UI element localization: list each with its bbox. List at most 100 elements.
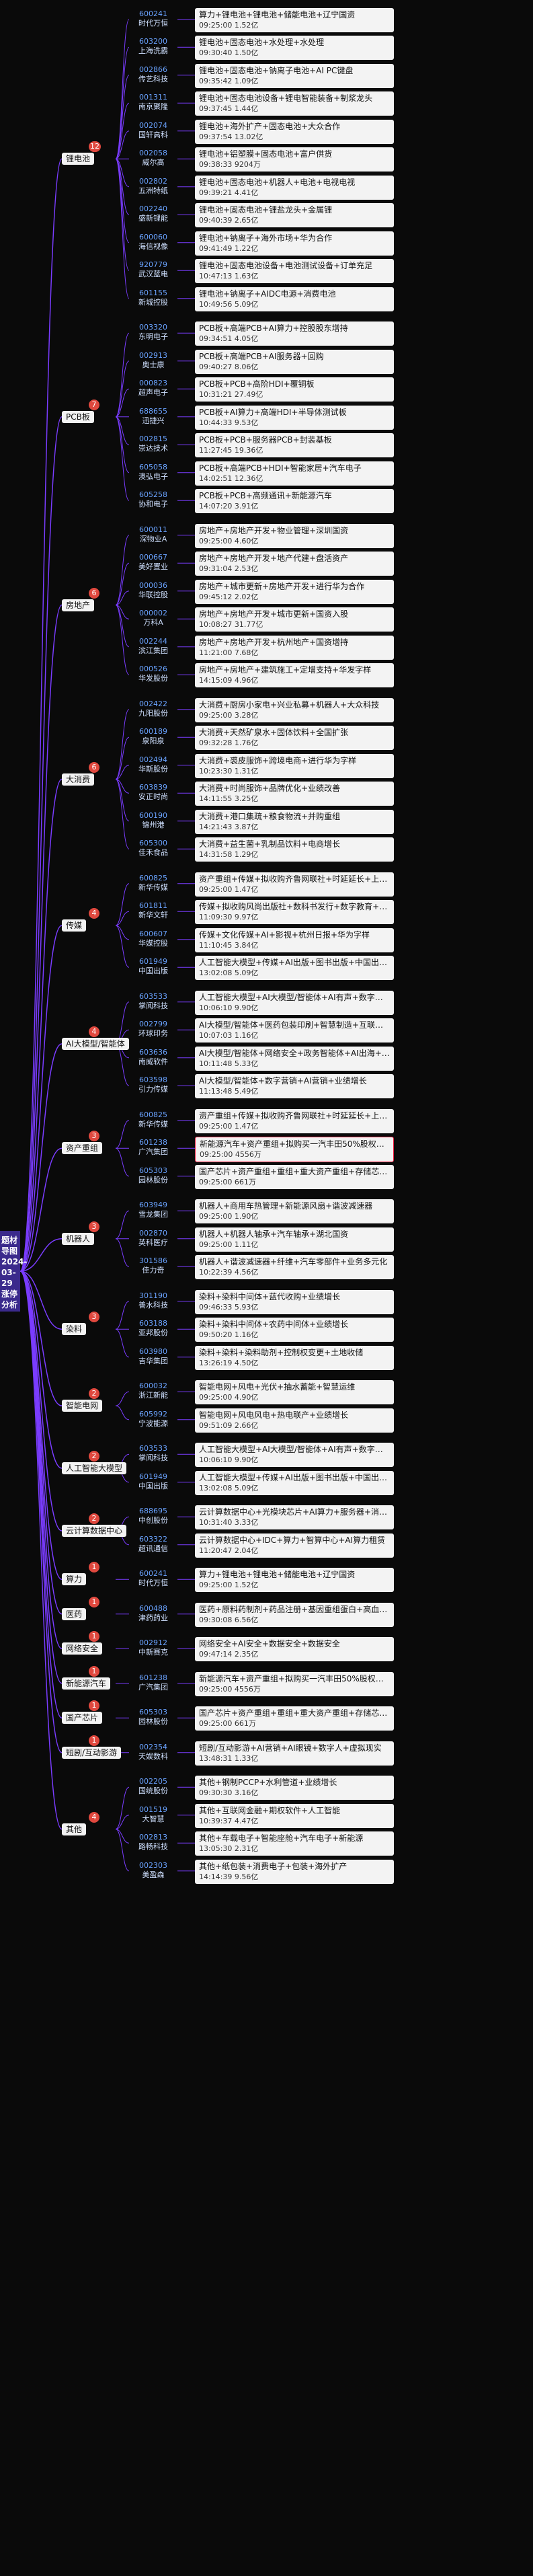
sector-node[interactable]: 算力 — [62, 1573, 87, 1586]
sector-node[interactable]: 云计算数据中心 — [62, 1525, 127, 1537]
sector-node[interactable]: 医药 — [62, 1607, 87, 1620]
sector-node[interactable]: 锂电池 — [62, 153, 95, 165]
sector-node[interactable]: 房地产 — [62, 599, 95, 611]
sector-node[interactable]: 网络安全 — [62, 1642, 103, 1655]
sector-node[interactable]: 大消费 — [62, 773, 95, 786]
sector-node[interactable]: 染料 — [62, 1323, 87, 1336]
stock-detail-card[interactable]: 人工智能大模型+AI大模型/智能体+AI有声+数字阅读+数字阅读10:06:10… — [195, 990, 394, 1015]
sector-node[interactable]: PCB板 — [62, 410, 94, 423]
sector-node[interactable]: 传媒 — [62, 919, 87, 932]
sector-node[interactable]: 智能电网 — [62, 1400, 103, 1412]
sector-node[interactable]: 新能源汽车 — [62, 1677, 111, 1690]
